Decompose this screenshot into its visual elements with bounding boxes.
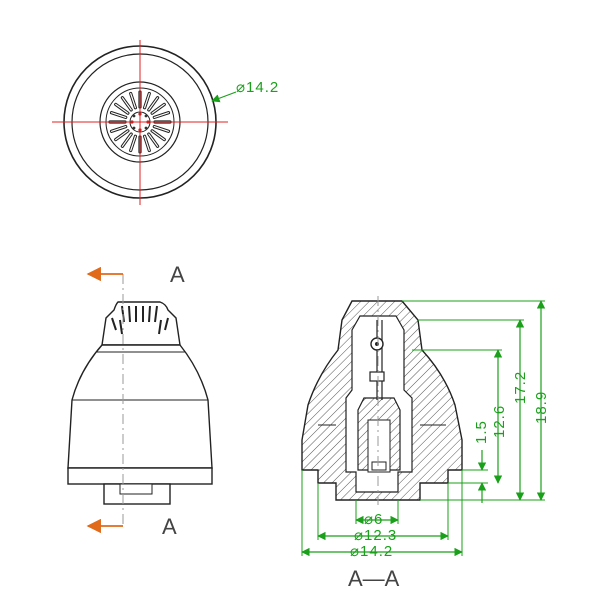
cutter-slot-gap [151,103,165,114]
top-diameter-label: ⌀14.2 [236,79,279,96]
cutter-slot-gap [110,112,127,119]
dim-diameter-6: ⌀6 [364,511,383,528]
section-marker-bottom: A [162,514,177,539]
cutter-slot-gap [130,135,136,152]
dim-height-18-9: 18.9 [533,391,550,424]
cutter-slot-gap [151,130,165,141]
cutter-slot-gap [115,130,129,141]
cutter-slot-gap [144,135,150,152]
cutter-slot-gap [110,125,127,132]
cutter-slot-gap [153,125,170,132]
diameter-leader [211,91,237,103]
cutter-slot-gap [130,92,136,109]
cutter-slot-gap [121,133,132,147]
cutter-slot-gap [148,133,159,147]
cutter-slot-gap [153,112,170,119]
dim-diameter-12-3: ⌀12.3 [354,527,397,544]
dim-diameter-14-2: ⌀14.2 [350,543,393,560]
dimension-lines [301,300,546,557]
cap-slots [111,305,169,335]
top-view: ⌀14.2 [52,40,279,205]
section-title: A—A [348,566,400,591]
section-view: ⌀6 ⌀12.3 ⌀14.2 1.5 12.6 17.2 18.9 A—A [301,296,550,591]
cutter-slot-gap [148,97,159,111]
cutter-slot-gap [144,92,150,109]
dim-height-1-5: 1.5 [473,420,490,444]
dim-height-12-6: 12.6 [491,405,508,438]
side-view: A A [67,262,213,539]
cutter-slot-gap [121,97,132,111]
cutter-slot-gap [115,103,129,114]
dim-height-17-2: 17.2 [512,371,529,404]
section-marker-top: A [170,262,185,287]
